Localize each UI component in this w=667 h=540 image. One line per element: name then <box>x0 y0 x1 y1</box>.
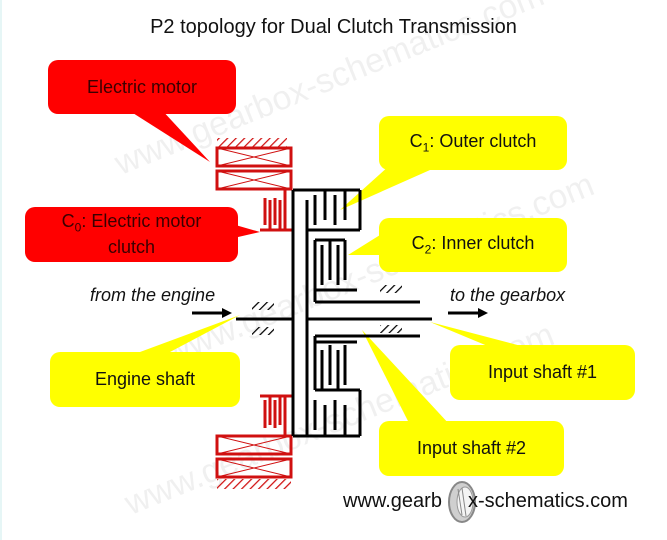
electric-motor-top <box>215 138 293 232</box>
engine-shaft-callout-tail <box>140 315 240 352</box>
input-shaft-2-callout: Input shaft #2 <box>379 421 564 476</box>
c1-callout-tail <box>340 165 430 210</box>
from-engine-arrowhead <box>222 308 232 318</box>
input-shaft-2-label: Input shaft #2 <box>416 438 527 459</box>
c2-label: C2: Inner clutch <box>411 233 535 257</box>
input-shaft-2-callout-tail <box>362 330 450 425</box>
c1-callout: C1: Outer clutch <box>379 116 567 170</box>
input-shaft-1-callout-tail <box>430 322 525 347</box>
c2-callout-tail <box>348 235 380 255</box>
to-gearbox-label: to the gearbox <box>450 285 566 305</box>
input-shaft-1-label: Input shaft #1 <box>487 362 598 383</box>
electric-motor-label: Electric motor <box>86 76 198 97</box>
input-shaft-1-callout: Input shaft #1 <box>450 345 635 400</box>
electric-motor-callout: Electric motor <box>48 60 236 114</box>
c2-callout: C2: Inner clutch <box>379 218 567 272</box>
clutch-mechanism <box>236 188 432 438</box>
engine-shaft-label: Engine shaft <box>94 369 196 390</box>
footer-prefix: www.gearb <box>343 490 442 512</box>
website-footer: www.gearb x-schematics.com <box>343 490 628 513</box>
diagram-title: P2 topology for Dual Clutch Transmission <box>150 16 517 38</box>
footer-suffix: x-schematics.com <box>467 490 628 512</box>
electric-motor-bottom <box>215 394 293 489</box>
to-gearbox-arrowhead <box>478 308 488 318</box>
flow-arrows <box>192 308 488 318</box>
c1-label: C1: Outer clutch <box>409 131 537 155</box>
electric-motor-callout-tail <box>125 108 210 162</box>
from-engine-label: from the engine <box>90 285 216 305</box>
engine-shaft-callout: Engine shaft <box>50 352 240 407</box>
bearing-icon <box>448 481 476 523</box>
